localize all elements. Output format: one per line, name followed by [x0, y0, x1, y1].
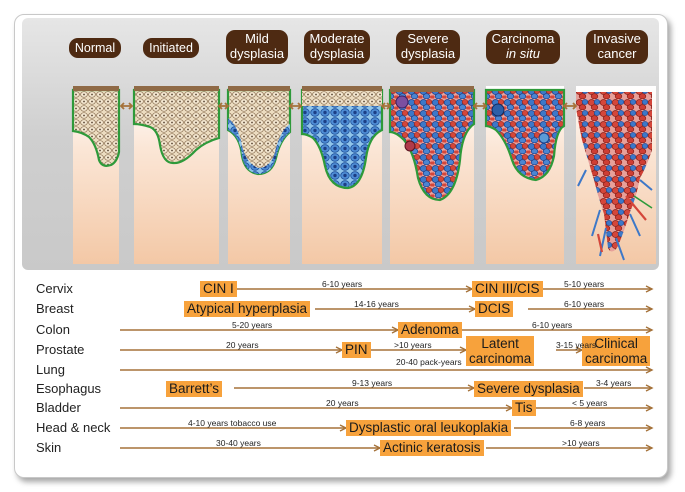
lesion-clinical-line2: carcinoma — [585, 351, 647, 366]
lesion-dcis: DCIS — [475, 301, 513, 317]
duration-bladder-1: 20 years — [326, 398, 359, 408]
duration-head-neck-1: 4-10 years tobacco use — [188, 418, 276, 428]
moderate-surface — [302, 86, 382, 91]
lesion-latent-line2: carcinoma — [469, 351, 531, 366]
duration-prostate-1: 20 years — [226, 340, 259, 350]
lesion-latent-line1: Latent — [469, 336, 531, 351]
duration-esophagus-1: 9-13 years — [352, 378, 392, 388]
site-bladder: Bladder — [36, 400, 81, 415]
duration-breast-1: 14-16 years — [354, 299, 399, 309]
lesion-cin3-cis: CIN III/CIS — [472, 281, 543, 297]
severe-mitotic-cell — [396, 96, 408, 108]
lesion-severe-dysplasia: Severe dysplasia — [474, 381, 583, 397]
duration-head-neck-2: 6-8 years — [570, 418, 605, 428]
cis-atypical-cell-2 — [539, 133, 549, 143]
duration-esophagus-2: 3-4 years — [596, 378, 631, 388]
duration-colon-2: 6-10 years — [532, 320, 572, 330]
severe-atypical-cell — [405, 141, 415, 151]
lesion-dysplastic-oral-leukoplakia: Dysplastic oral leukoplakia — [346, 420, 511, 436]
initiated-surface — [134, 86, 219, 91]
lesion-tis: Tis — [512, 400, 536, 416]
lesion-atypical-hyperplasia: Atypical hyperplasia — [184, 301, 310, 317]
site-cervix: Cervix — [36, 281, 73, 296]
duration-cervix-1: 6-10 years — [322, 279, 362, 289]
site-skin: Skin — [36, 440, 61, 455]
lesion-adenoma: Adenoma — [398, 322, 462, 338]
invasive-tumor-mass — [576, 92, 652, 252]
severe-surface — [390, 86, 474, 92]
invasive-vessel — [634, 196, 652, 208]
lesion-cin1: CIN I — [200, 281, 237, 297]
mild-surface — [228, 86, 290, 91]
site-esophagus: Esophagus — [36, 381, 101, 396]
duration-cervix-2: 5-10 years — [564, 279, 604, 289]
site-prostate: Prostate — [36, 342, 84, 357]
duration-colon-1: 5-20 years — [232, 320, 272, 330]
cis-epithelium — [486, 90, 564, 180]
site-breast: Breast — [36, 301, 74, 316]
duration-prostate-2: >10 years — [394, 340, 432, 350]
normal-surface — [73, 86, 119, 91]
duration-bladder-2: < 5 years — [572, 398, 607, 408]
lesion-actinic-keratosis: Actinic keratosis — [380, 440, 484, 456]
duration-skin-1: 30-40 years — [216, 438, 261, 448]
initiated-epithelium — [134, 90, 219, 163]
moderate-upper-layer — [302, 90, 382, 106]
site-lung: Lung — [36, 362, 65, 377]
site-colon: Colon — [36, 322, 70, 337]
site-head-neck: Head & neck — [36, 420, 110, 435]
duration-breast-2: 6-10 years — [564, 299, 604, 309]
duration-lung: 20-40 pack-years — [396, 357, 462, 367]
lesion-barretts: Barrett’s — [166, 381, 222, 397]
duration-prostate-3: 3-15 years — [556, 340, 596, 350]
lesion-pin: PIN — [342, 342, 371, 358]
duration-skin-2: >10 years — [562, 438, 600, 448]
cis-atypical-cell — [492, 104, 504, 116]
normal-epithelium — [73, 90, 119, 166]
lesion-latent-carcinoma: Latent carcinoma — [466, 336, 534, 366]
